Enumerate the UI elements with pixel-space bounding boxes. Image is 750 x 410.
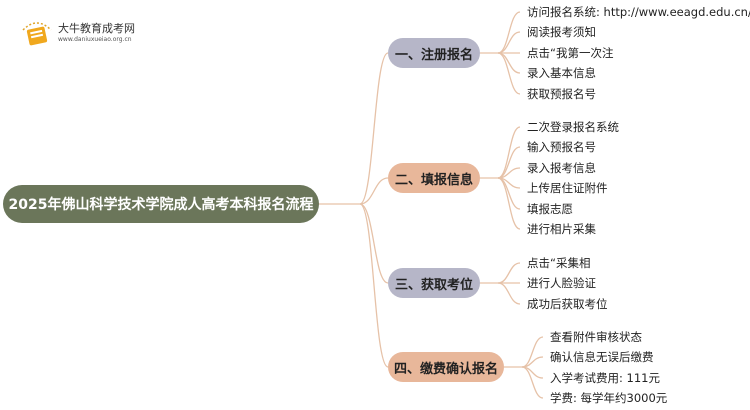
leaf-seat-1: 点击“采集相 [527, 256, 591, 270]
branch-register: 一、注册报名 [388, 38, 480, 68]
leaf-register-3: 点击“我第一次注 [527, 46, 614, 60]
leaf-fill-6: 进行相片采集 [527, 222, 596, 236]
leaf-pay-2: 确认信息无误后缴费 [550, 350, 654, 364]
branch-payment: 四、缴费确认报名 [388, 352, 504, 382]
leaf-register-2: 阅读报考须知 [527, 25, 596, 39]
branch-connector-2 [359, 177, 389, 205]
logo-title: 大牛教育成考网 [58, 22, 135, 35]
branch-fill-info: 二、填报信息 [388, 163, 480, 193]
branch-connector-4 [359, 203, 389, 368]
leaf-connector-1-4 [497, 52, 521, 74]
leaf-register-4: 录入基本信息 [527, 66, 596, 80]
leaf-pay-3: 入学考试费用: 111元 [550, 371, 660, 385]
leaf-pay-4: 学费: 每学年约3000元 [550, 391, 668, 405]
leaf-register-1: 访问报名系统: http://www.eeagd.edu.cn/cr [527, 5, 750, 19]
site-logo: 大牛教育成考网 www.daniuxueiao.org.cn [20, 18, 160, 48]
root-node: 2025年佛山科学技术学院成人高考本科报名流程 [3, 185, 319, 223]
leaf-seat-2: 进行人脸验证 [527, 276, 596, 290]
branch-connector-1 [359, 52, 389, 205]
leaf-fill-3: 录入报考信息 [527, 161, 596, 175]
leaf-seat-3: 成功后获取考位 [527, 297, 608, 311]
book-logo-icon [22, 22, 52, 46]
leaf-connector-3-1 [497, 262, 521, 284]
leaf-connector-1-5 [497, 52, 521, 95]
leaf-connector-1-1 [497, 11, 521, 54]
leaf-pay-1: 查看附件审核状态 [550, 330, 642, 344]
leaf-fill-5: 填报志愿 [527, 202, 573, 216]
leaf-fill-4: 上传居住证附件 [527, 181, 608, 195]
leaf-connector-2-1 [497, 126, 521, 179]
logo-url: www.daniuxueiao.org.cn [58, 36, 132, 43]
leaf-connector-4-4 [521, 366, 544, 399]
branch-get-seat: 三、获取考位 [388, 268, 480, 298]
leaf-register-5: 获取预报名号 [527, 87, 596, 101]
leaf-connector-3-3 [497, 282, 521, 305]
leaf-connector-1-2 [497, 31, 521, 54]
branch-connector-3 [359, 203, 389, 284]
leaf-connector-2-6 [497, 177, 521, 230]
leaf-fill-1: 二次登录报名系统 [527, 120, 619, 134]
leaf-fill-2: 输入预报名号 [527, 140, 596, 154]
